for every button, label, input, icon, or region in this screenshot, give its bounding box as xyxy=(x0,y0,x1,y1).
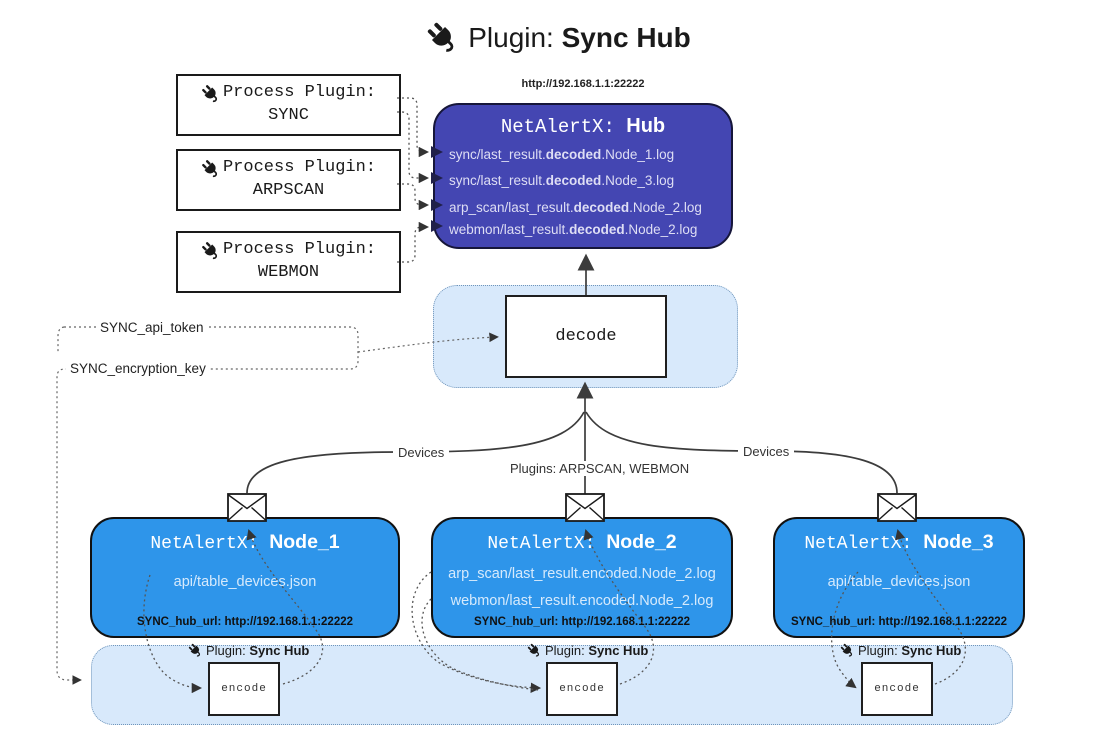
node-hub-url: SYNC_hub_url: http://192.168.1.1:22222 xyxy=(473,616,691,628)
plug-icon xyxy=(426,21,460,55)
process-plugin-label: Process Plugin: xyxy=(222,83,377,103)
page-title-name: Sync Hub xyxy=(561,22,691,53)
node-1-box: NetAlertX: Node_1 api/table_devices.json… xyxy=(90,517,400,638)
sync-hub-plugin-label: Plugin: Sync Hub xyxy=(188,643,309,658)
node-title: NetAlertX: Node_1 xyxy=(150,531,340,554)
node-title: NetAlertX: Node_2 xyxy=(487,531,677,554)
setting-sync-encryption-key: SYNC_encryption_key xyxy=(66,361,210,376)
process-plugin-label: Process Plugin: xyxy=(222,158,377,178)
plug-icon xyxy=(201,241,221,261)
page-title-text: Plugin: Sync Hub xyxy=(468,22,691,54)
envelope-icon xyxy=(565,493,605,522)
decode-label: decode xyxy=(555,327,617,346)
encode-box: encode xyxy=(546,662,618,716)
edge-label-devices-left: Devices xyxy=(393,445,450,460)
setting-sync-api-token: SYNC_api_token xyxy=(96,320,208,335)
sync-hub-plugin-label: Plugin: Sync Hub xyxy=(527,643,648,658)
plug-icon xyxy=(527,643,542,658)
sync-hub-plugin-label: Plugin: Sync Hub xyxy=(840,643,961,658)
page-title: Plugin: Sync Hub xyxy=(0,16,1117,60)
hub-log-entry: webmon/last_result.decoded.Node_2.log xyxy=(449,222,698,237)
encode-label: encode xyxy=(559,683,605,695)
encode-label: encode xyxy=(221,683,267,695)
plug-icon xyxy=(840,643,855,658)
edge-label-plugins-center: Plugins: ARPSCAN, WEBMON xyxy=(505,461,695,476)
hub-title-name: Hub xyxy=(626,115,666,137)
node-file: arp_scan/last_result.encoded.Node_2.log xyxy=(448,566,716,582)
hub-log-entry: sync/last_result.decoded.Node_3.log xyxy=(449,173,675,188)
node-2-box: NetAlertX: Node_2 arp_scan/last_result.e… xyxy=(431,517,733,638)
node-file: api/table_devices.json xyxy=(173,574,317,590)
node-hub-url: SYNC_hub_url: http://192.168.1.1:22222 xyxy=(790,616,1008,628)
encode-box: encode xyxy=(208,662,280,716)
node-file: webmon/last_result.encoded.Node_2.log xyxy=(450,593,714,609)
envelope-icon xyxy=(227,493,267,522)
process-plugin-label: Process Plugin: xyxy=(222,240,377,260)
hub-log-entry: sync/last_result.decoded.Node_1.log xyxy=(449,147,675,162)
hub-url-label: http://192.168.1.1:22222 xyxy=(521,78,645,90)
encode-label: encode xyxy=(874,683,920,695)
hub-log-entry: arp_scan/last_result.decoded.Node_2.log xyxy=(449,200,702,215)
process-plugin-name: WEBMON xyxy=(257,263,320,282)
process-plugin-sync: Process Plugin: SYNC xyxy=(176,74,401,136)
envelope-icon xyxy=(877,493,917,522)
node-file: api/table_devices.json xyxy=(827,574,971,590)
process-plugin-name: ARPSCAN xyxy=(252,181,325,200)
hub-box: NetAlertX: Hub sync/last_result.decoded.… xyxy=(433,103,733,249)
node-hub-url: SYNC_hub_url: http://192.168.1.1:22222 xyxy=(136,616,354,628)
node-3-box: NetAlertX: Node_3 api/table_devices.json… xyxy=(773,517,1025,638)
process-plugin-arpscan: Process Plugin: ARPSCAN xyxy=(176,149,401,211)
plug-icon xyxy=(188,643,203,658)
encode-box: encode xyxy=(861,662,933,716)
edge-label-devices-right: Devices xyxy=(738,444,795,459)
plugin-to-hub-edges xyxy=(397,97,430,263)
process-plugin-name: SYNC xyxy=(268,106,309,125)
hub-title: NetAlertX: Hub xyxy=(435,115,731,138)
plug-icon xyxy=(201,84,221,104)
node-title: NetAlertX: Node_3 xyxy=(804,531,994,554)
page-title-prefix: Plugin: xyxy=(468,22,554,53)
decode-box: decode xyxy=(505,295,667,378)
hub-title-prefix: NetAlertX: xyxy=(500,116,615,138)
process-plugin-webmon: Process Plugin: WEBMON xyxy=(176,231,401,293)
plug-icon xyxy=(201,159,221,179)
